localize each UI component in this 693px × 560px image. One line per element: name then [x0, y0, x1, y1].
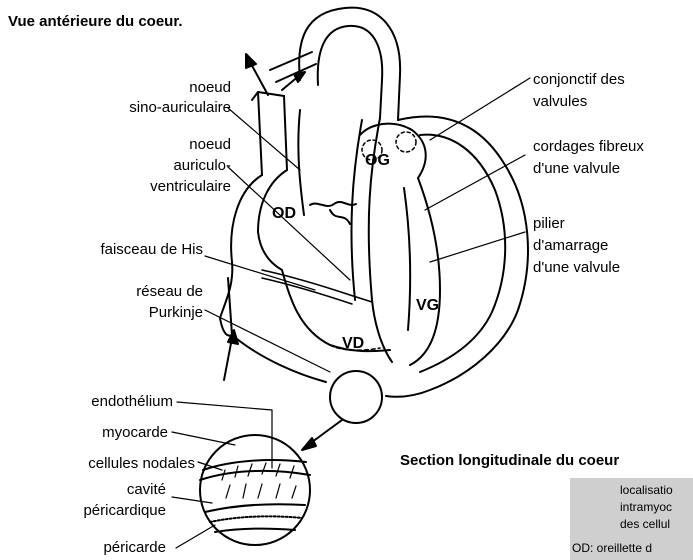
label-pilier-2: d'amarrage: [533, 236, 608, 255]
label-pilier-1: pilier: [533, 214, 565, 233]
chamber-vd-label: VD: [342, 335, 364, 353]
label-cellules-nodales: cellules nodales: [88, 454, 195, 473]
label-purkinje-1: réseau de: [136, 282, 203, 301]
legend-line-4: OD: oreillette d: [572, 541, 652, 556]
label-noeud-av-1: noeud: [189, 135, 231, 154]
label-noeud-sa-1: noeud: [189, 78, 231, 97]
section-title: Section longitudinale du coeur: [400, 451, 693, 470]
label-cavite-1: cavité: [127, 480, 166, 499]
label-conjonctif-2: valvules: [533, 92, 587, 111]
label-noeud-av-3: ventriculaire: [150, 177, 231, 196]
label-endothelium: endothélium: [91, 392, 173, 411]
label-pilier-3: d'une valvule: [533, 258, 620, 277]
chamber-og-label: OG: [365, 152, 390, 170]
label-pericarde: péricarde: [103, 538, 166, 557]
legend-line-1: localisatio: [620, 483, 673, 498]
label-cavite-2: péricardique: [83, 501, 166, 520]
label-purkinje-2: Purkinje: [149, 303, 203, 322]
chamber-vg-label: VG: [416, 297, 439, 315]
chamber-od-label: OD: [272, 205, 296, 223]
legend-line-3: des cellul: [620, 517, 670, 532]
legend-line-2: intramyoc: [620, 500, 672, 515]
label-his: faisceau de His: [100, 240, 203, 259]
label-myocarde: myocarde: [102, 423, 168, 442]
label-cordages-2: d'une valvule: [533, 159, 620, 178]
label-noeud-av-2: auriculo-: [173, 156, 231, 175]
label-conjonctif-1: conjonctif des: [533, 70, 625, 89]
label-cordages-1: cordages fibreux: [533, 137, 644, 156]
label-noeud-sa-2: sino-auriculaire: [129, 98, 231, 117]
